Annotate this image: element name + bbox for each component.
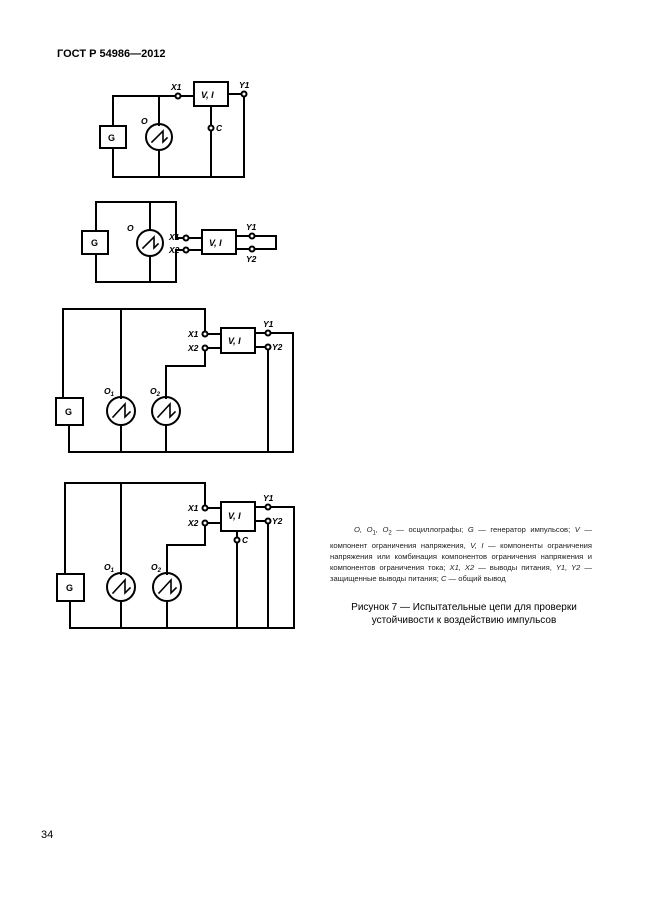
- terminal-x1: [182, 234, 190, 242]
- x2-label: X2: [187, 343, 199, 353]
- page-number: 34: [41, 829, 54, 841]
- vi-label: V, I: [228, 336, 241, 346]
- figure-legend: O, O1, O2 — осциллографы; G — генератор …: [330, 525, 592, 584]
- y2-label: Y2: [246, 254, 257, 264]
- caption-line-1: Рисунок 7 — Испытательные цепи для прове…: [351, 602, 577, 613]
- terminal-c: [233, 536, 241, 544]
- oscilloscope-icon: [145, 123, 173, 151]
- generator-label: G: [65, 407, 72, 417]
- terminal-c: [207, 124, 215, 132]
- x2-label: X2: [187, 518, 199, 528]
- circuit-1: [99, 81, 248, 178]
- x1-label: X1: [168, 232, 180, 242]
- oscilloscope-1-label: O1: [104, 562, 115, 574]
- y1-label: Y1: [239, 80, 250, 90]
- c-label: C: [216, 123, 223, 133]
- terminal-y2: [264, 343, 272, 351]
- terminal-y1: [264, 329, 272, 337]
- generator-label: G: [66, 583, 73, 593]
- vi-component-box: [220, 327, 256, 354]
- oscilloscope-2-icon: [152, 572, 182, 602]
- generator-box: [56, 573, 85, 602]
- circuit-2: [81, 201, 277, 283]
- y2-label: Y2: [272, 342, 283, 352]
- oscilloscope-icon: [136, 229, 164, 257]
- document-header: ГОСТ Р 54986—2012: [57, 48, 166, 60]
- vi-component-box: [193, 81, 229, 107]
- y1-label: Y1: [263, 493, 274, 503]
- oscilloscope-label: O: [141, 116, 148, 126]
- oscilloscope-label: O: [127, 223, 134, 233]
- generator-label: G: [91, 238, 98, 248]
- generator-box: [99, 125, 127, 149]
- oscilloscope-2-label: O2: [150, 386, 161, 398]
- terminal-x1: [174, 92, 182, 100]
- terminal-x1: [201, 504, 209, 512]
- x1-label: X1: [187, 503, 199, 513]
- terminal-y2: [264, 517, 272, 525]
- vi-label: V, I: [228, 511, 241, 521]
- terminal-y2: [248, 245, 256, 253]
- oscilloscope-2-icon: [151, 396, 181, 426]
- generator-label: G: [108, 133, 115, 143]
- terminal-y1: [240, 90, 248, 98]
- caption-line-2: устойчивости к воздействию импульсов: [371, 615, 557, 626]
- terminal-y1: [264, 503, 272, 511]
- terminal-x2: [182, 246, 190, 254]
- c-label: C: [242, 535, 249, 545]
- x1-label: X1: [170, 82, 182, 92]
- generator-box: [81, 230, 109, 255]
- vi-component-box: [220, 501, 256, 532]
- circuit-3: [55, 308, 294, 453]
- terminal-y1: [248, 232, 256, 240]
- x1-label: X1: [187, 329, 199, 339]
- y1-label: Y1: [246, 222, 257, 232]
- oscilloscope-1-label: O1: [104, 386, 115, 398]
- oscilloscope-1-icon: [106, 572, 136, 602]
- figure-caption: Рисунок 7 — Испытательные цепи для прове…: [318, 601, 610, 627]
- vi-label: V, I: [201, 90, 214, 100]
- terminal-x2: [201, 519, 209, 527]
- oscilloscope-2-label: O2: [151, 562, 162, 574]
- terminal-x1: [201, 330, 209, 338]
- vi-label: V, I: [209, 238, 222, 248]
- circuit-4: [56, 482, 295, 629]
- oscilloscope-1-icon: [106, 396, 136, 426]
- x2-label: X2: [168, 245, 180, 255]
- y2-label: Y2: [272, 516, 283, 526]
- generator-box: [55, 397, 84, 426]
- terminal-x2: [201, 344, 209, 352]
- vi-component-box: [201, 229, 237, 255]
- y1-label: Y1: [263, 319, 274, 329]
